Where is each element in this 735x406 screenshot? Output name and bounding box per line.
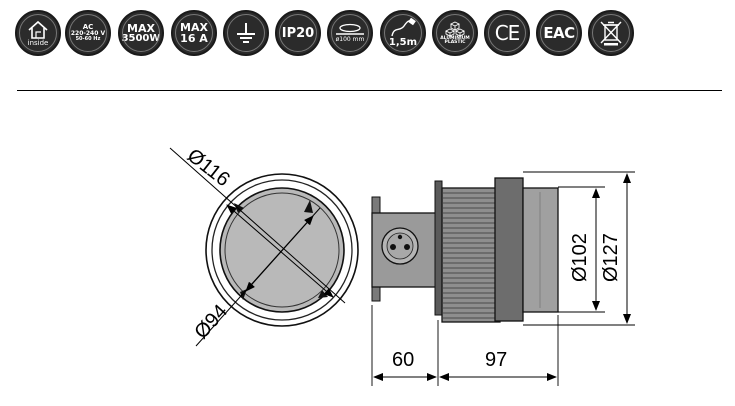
cutout-icon xyxy=(336,23,364,35)
cable-plug-icon xyxy=(391,18,416,37)
dim-arrow-94 xyxy=(245,215,314,292)
badge-ce: CE xyxy=(484,10,530,56)
badge-cutout-label: ø100 mm xyxy=(335,36,365,43)
badge-cable-label: 1,5m xyxy=(388,37,418,48)
badge-max-current-line1: MAX xyxy=(180,21,208,34)
side-dimensions: Ø102 Ø127 60 97 xyxy=(371,171,635,386)
badge-voltage-line3: 50-60 Hz xyxy=(75,36,101,42)
badge-inside-label: inside xyxy=(27,38,49,47)
side-rear-cylinder xyxy=(522,187,559,313)
badge-voltage-line2: 220-240 V xyxy=(70,30,106,37)
ground-icon xyxy=(237,23,255,43)
dim-label-depth-front: 60 xyxy=(392,349,414,371)
dim-label-outer-diameter: Ø116 xyxy=(183,145,234,192)
badge-inside: inside xyxy=(15,10,61,56)
badge-max-power: MAX 3500W xyxy=(118,10,164,56)
badge-cutout: ø100 mm xyxy=(327,10,373,56)
dim-label-inner-diameter: Ø94 xyxy=(190,301,232,344)
cubes-icon xyxy=(445,20,465,37)
side-threaded-body xyxy=(441,187,501,323)
badge-max-power-line1: MAX xyxy=(127,21,155,35)
badge-ip20-label: IP20 xyxy=(281,25,315,41)
side-socket-face-inner xyxy=(386,232,414,260)
crossed-bin-icon xyxy=(600,21,622,46)
side-view xyxy=(371,177,559,323)
badge-weee xyxy=(588,10,634,56)
house-icon xyxy=(28,20,48,39)
dim-label-body-diameter: Ø102 xyxy=(569,233,591,282)
socket-pin-earth xyxy=(397,234,403,240)
badge-ground xyxy=(223,10,269,56)
badge-cable: 1,5m xyxy=(380,10,426,56)
badge-max-current-line2: 16 A xyxy=(180,32,208,45)
side-nut xyxy=(494,177,524,322)
badge-max-current: MAX 16 A xyxy=(171,10,217,56)
badge-material-line2: PLASTIC xyxy=(444,40,466,45)
side-flange xyxy=(434,180,443,316)
front-view: Ø116 Ø94 xyxy=(169,145,359,347)
badge-voltage-line1: AC xyxy=(82,23,94,31)
badge-ip20: IP20 xyxy=(275,10,321,56)
badge-voltage: AC 220-240 V 50-60 Hz xyxy=(65,10,111,56)
badge-ce-label: CE xyxy=(494,21,521,45)
dim-label-depth-rear: 97 xyxy=(485,349,507,371)
badge-max-power-line2: 3500W xyxy=(121,32,161,44)
badge-material: ALUMINIUM PLASTIC xyxy=(432,10,478,56)
side-threads xyxy=(443,192,499,319)
badge-eac-label: EAC xyxy=(543,23,575,42)
socket-pin-right xyxy=(404,244,410,250)
dim-label-flange-diameter: Ø127 xyxy=(600,233,622,282)
badge-eac: EAC xyxy=(536,10,582,56)
badge-material-line1: ALUMINIUM xyxy=(440,35,470,41)
divider-line xyxy=(17,90,722,91)
socket-pin-left xyxy=(390,244,396,250)
